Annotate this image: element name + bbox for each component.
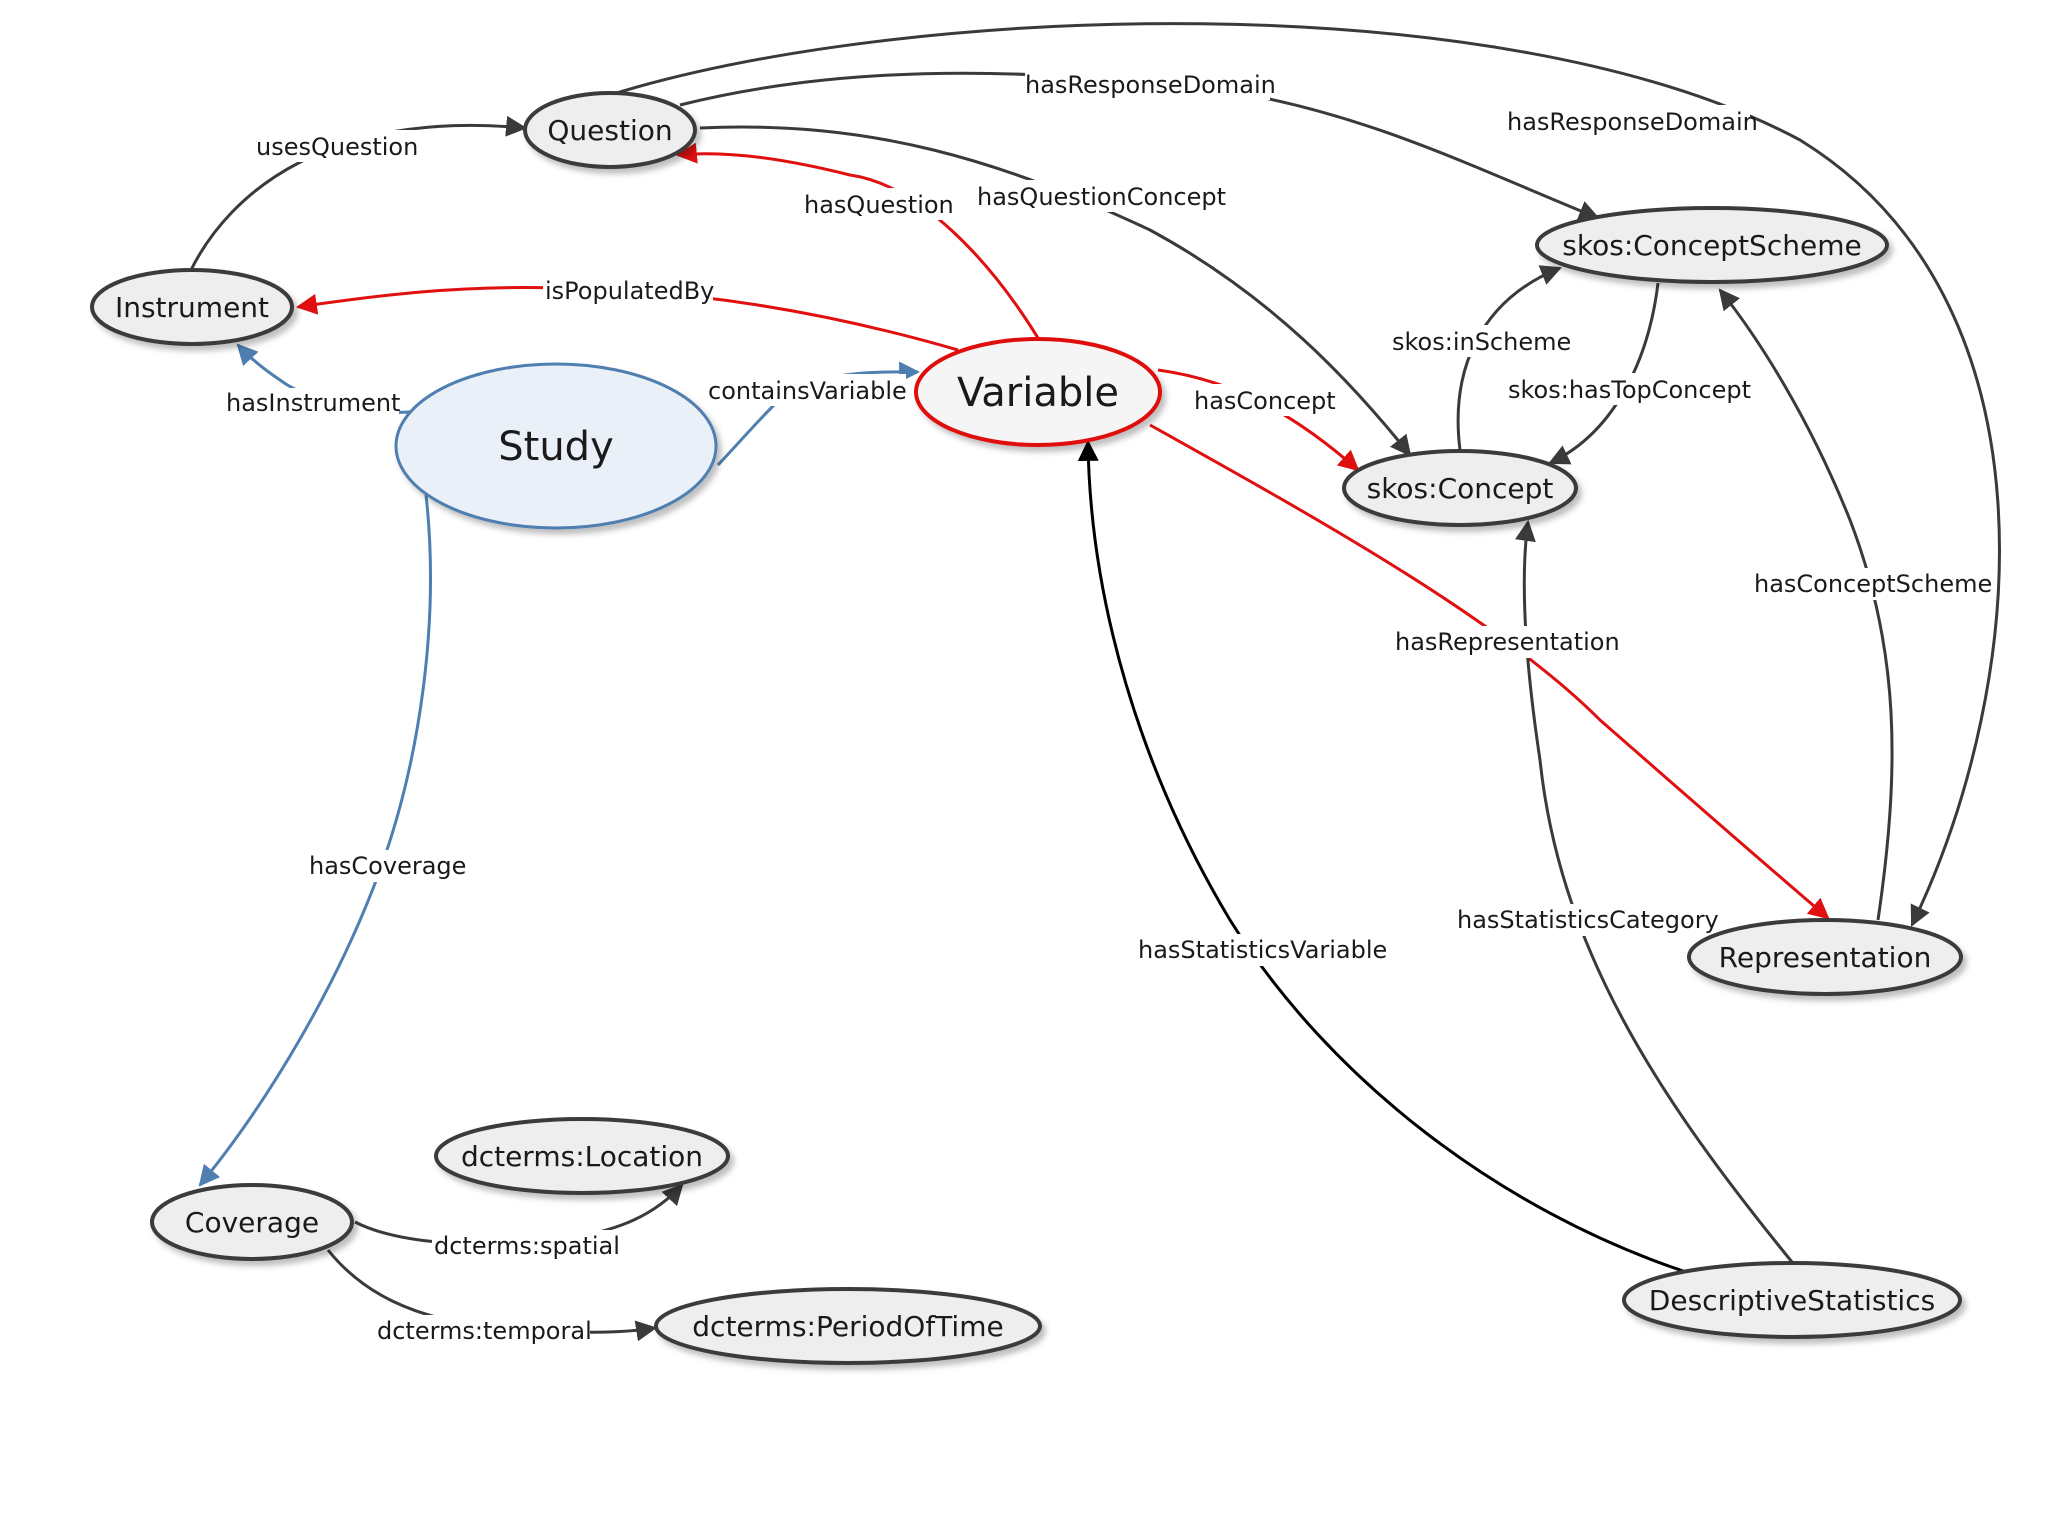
node-period-of-time-label: dcterms:PeriodOfTime [692, 1310, 1003, 1343]
label-has-statistics-variable: hasStatisticsVariable [1138, 936, 1387, 964]
node-descriptive-statistics-label: DescriptiveStatistics [1649, 1284, 1935, 1317]
label-has-concept-scheme: hasConceptScheme [1754, 570, 1992, 598]
label-skos-in-scheme: skos:inScheme [1392, 328, 1571, 356]
edge-skos-in-scheme [1456, 265, 1562, 451]
label-has-question-concept: hasQuestionConcept [977, 183, 1226, 211]
edge-has-question-concept [699, 125, 1412, 457]
label-has-coverage: hasCoverage [309, 852, 466, 880]
node-coverage[interactable]: Coverage [150, 1183, 354, 1261]
node-instrument-label: Instrument [115, 291, 269, 324]
label-is-populated-by: isPopulatedBy [545, 277, 714, 305]
edge-has-representation [1149, 423, 1830, 920]
label-has-concept: hasConcept [1194, 387, 1336, 415]
node-location-label: dcterms:Location [461, 1140, 703, 1173]
node-study-label: Study [498, 424, 614, 470]
label-has-response-domain-2: hasResponseDomain [1507, 108, 1758, 136]
nodes: Question Instrument Study Variable skos:… [90, 91, 1963, 1365]
node-question[interactable]: Question [523, 91, 697, 169]
node-variable[interactable]: Variable [914, 337, 1162, 447]
edge-has-question [675, 142, 1040, 339]
edge-has-concept-scheme [1718, 288, 1894, 921]
node-study[interactable]: Study [394, 362, 718, 530]
node-descriptive-statistics[interactable]: DescriptiveStatistics [1622, 1261, 1962, 1339]
edge-has-statistics-category [1515, 519, 1794, 1263]
node-variable-label: Variable [957, 370, 1119, 416]
label-has-statistics-category: hasStatisticsCategory [1457, 906, 1719, 934]
edge-uses-question [188, 115, 528, 273]
node-concept-scheme-label: skos:ConceptScheme [1562, 229, 1861, 262]
node-instrument[interactable]: Instrument [90, 268, 294, 346]
label-uses-question: usesQuestion [256, 133, 418, 161]
label-contains-variable: containsVariable [708, 377, 907, 405]
node-concept[interactable]: skos:Concept [1342, 449, 1578, 527]
edge-has-statistics-variable [1077, 439, 1687, 1274]
label-has-question: hasQuestion [804, 191, 954, 219]
node-concept-label: skos:Concept [1367, 472, 1554, 505]
label-has-representation: hasRepresentation [1395, 628, 1620, 656]
node-concept-scheme[interactable]: skos:ConceptScheme [1535, 206, 1889, 284]
edge-has-response-domain-outer [609, 22, 2001, 927]
node-representation-label: Representation [1719, 941, 1932, 974]
node-period-of-time[interactable]: dcterms:PeriodOfTime [654, 1287, 1042, 1365]
node-coverage-label: Coverage [185, 1206, 319, 1239]
label-has-response-domain-1: hasResponseDomain [1025, 71, 1276, 99]
label-skos-has-top-concept: skos:hasTopConcept [1508, 376, 1751, 404]
node-location[interactable]: dcterms:Location [434, 1117, 730, 1195]
node-representation[interactable]: Representation [1687, 918, 1963, 996]
label-dcterms-spatial: dcterms:spatial [434, 1232, 620, 1260]
node-question-label: Question [547, 114, 672, 147]
label-dcterms-temporal: dcterms:temporal [377, 1317, 592, 1345]
edge-has-coverage [198, 494, 432, 1187]
label-has-instrument: hasInstrument [226, 389, 400, 417]
edge-labels: usesQuestion hasResponseDomain hasRespon… [224, 68, 1992, 1347]
